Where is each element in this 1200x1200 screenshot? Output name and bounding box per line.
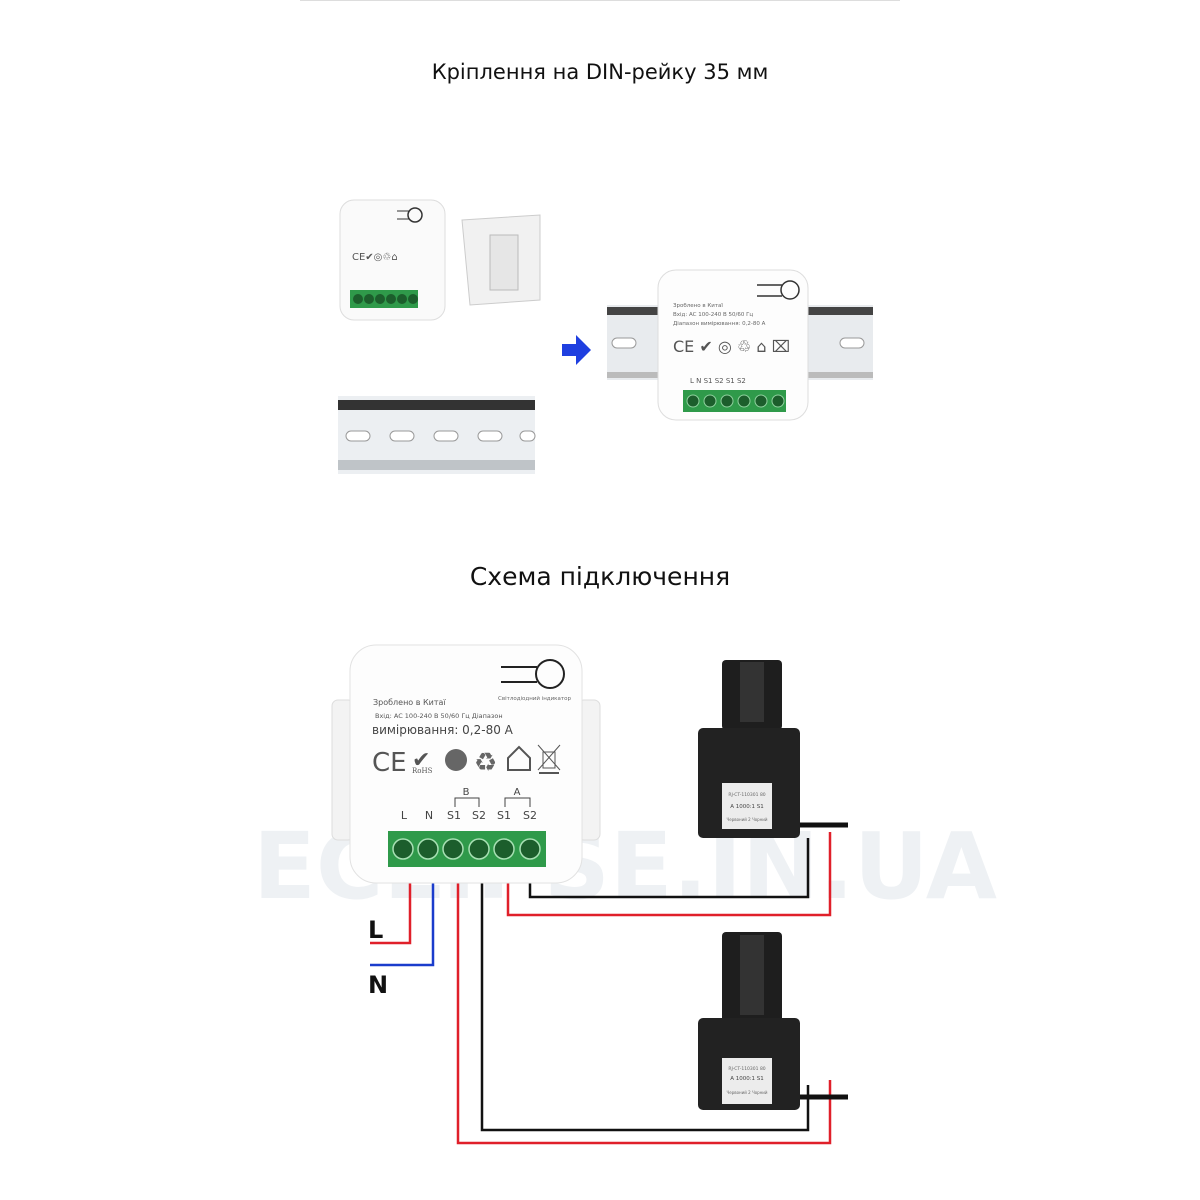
svg-text:CE ✔ ◎ ♲ ⌂ ⌧: CE ✔ ◎ ♲ ⌂ ⌧ — [673, 337, 790, 356]
label-live: L — [368, 916, 383, 944]
svg-text:Червоний 2 Чорний: Червоний 2 Чорний — [727, 1090, 768, 1095]
arrow-right-icon — [562, 335, 591, 365]
svg-text:S1: S1 — [447, 809, 461, 822]
recycle-icon: ♻ — [474, 748, 497, 778]
svg-text:Вхід: AC 100-240 В 50/60 Гц: Вхід: AC 100-240 В 50/60 Гц — [673, 312, 753, 318]
svg-text:L N S1 S2 S1 S2: L N S1 S2 S1 S2 — [690, 377, 746, 385]
label-neutral: N — [368, 971, 388, 999]
svg-text:A: A — [514, 787, 521, 798]
device-small-top: CE✔◎♲⌂ — [339, 199, 446, 321]
svg-text:Зроблено в Китаї: Зроблено в Китаї — [373, 698, 446, 707]
din-clip — [461, 214, 541, 306]
svg-text:L: L — [401, 809, 408, 822]
wire-ct2-red — [456, 880, 832, 1145]
svg-text:S2: S2 — [472, 809, 486, 822]
weee-bin-icon — [537, 744, 561, 774]
din-rail-title: Кріплення на DIN-рейку 35 мм — [431, 60, 769, 84]
svg-text:A 1000:1 S1: A 1000:1 S1 — [730, 1076, 764, 1082]
svg-text:RoHS: RoHS — [412, 767, 433, 775]
top-divider — [300, 0, 900, 1]
svg-text:RJ-CT-110301 80: RJ-CT-110301 80 — [728, 1066, 765, 1072]
svg-text:Червоний 2 Чорний: Червоний 2 Чорний — [727, 817, 768, 822]
check-icon: ✔ — [412, 748, 430, 773]
svg-text:RJ-CT-110301 80: RJ-CT-110301 80 — [728, 792, 765, 798]
wire-ct1-black — [528, 838, 810, 899]
wire-ct1-red — [506, 832, 832, 917]
svg-text:S2: S2 — [523, 809, 537, 822]
wire-ct2-black — [480, 880, 810, 1132]
svg-text:Зроблено в Китаї: Зроблено в Китаї — [673, 303, 723, 309]
svg-text:B: B — [463, 787, 470, 798]
wire-neutral — [370, 880, 435, 967]
wire-live — [370, 880, 412, 945]
svg-text:S1: S1 — [497, 809, 511, 822]
svg-text:Діапазон вимірювання: 0,2-80 А: Діапазон вимірювання: 0,2-80 А — [673, 321, 766, 327]
svg-text:Вхід: AC 100-240 В 50/60 Гц Ді: Вхід: AC 100-240 В 50/60 Гц Діапазон — [375, 712, 503, 720]
device-on-rail: Зроблено в Китаї Вхід: AC 100-240 В 50/6… — [607, 269, 873, 421]
smart-meter-device: Світлодіодний індикатор Зроблено в Китаї… — [331, 644, 601, 884]
ce-mark: CE — [372, 748, 407, 778]
din-rail-piece — [338, 396, 536, 474]
wires — [370, 832, 832, 1145]
home-icon — [507, 745, 531, 771]
current-transformer-1: RJ-CT-110301 80 A 1000:1 S1 Червоний 2 Ч… — [698, 660, 848, 838]
wiring-diagram-title: Схема підключення — [469, 562, 731, 591]
green-dot-icon — [445, 749, 467, 771]
svg-text:вимірювання: 0,2-80 А: вимірювання: 0,2-80 А — [372, 723, 514, 737]
svg-text:Світлодіодний індикатор: Світлодіодний індикатор — [498, 695, 571, 702]
svg-text:A 1000:1 S1: A 1000:1 S1 — [730, 804, 764, 810]
current-transformer-2: RJ-CT-110301 80 A 1000:1 S1 Червоний 2 Ч… — [698, 932, 848, 1110]
svg-text:N: N — [425, 809, 433, 822]
svg-text:CE✔◎♲⌂: CE✔◎♲⌂ — [352, 252, 398, 263]
